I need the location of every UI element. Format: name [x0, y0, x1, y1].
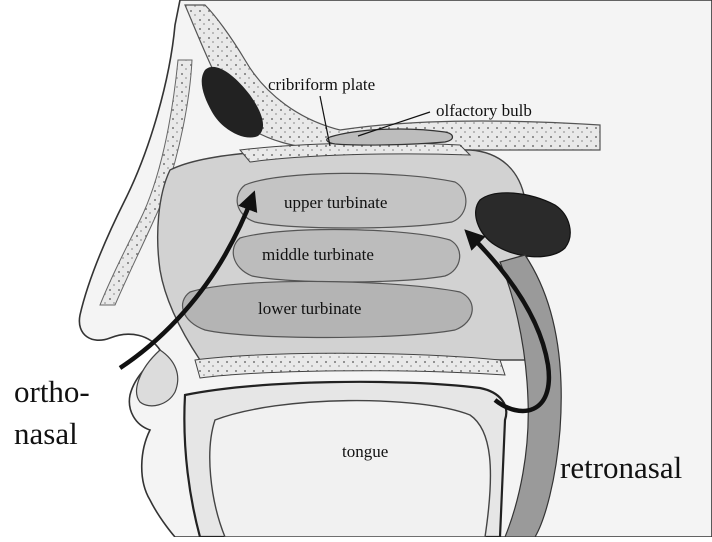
tongue-shape — [210, 401, 491, 537]
label-upper-turbinate: upper turbinate — [284, 194, 387, 211]
label-cribriform-plate: cribriform plate — [268, 76, 375, 93]
label-ortho-line2: nasal — [14, 418, 78, 449]
label-middle-turbinate: middle turbinate — [262, 246, 374, 263]
label-lower-turbinate: lower turbinate — [258, 300, 361, 317]
label-ortho-line1: ortho- — [14, 376, 90, 407]
label-olfactory-bulb: olfactory bulb — [436, 102, 532, 119]
label-tongue: tongue — [342, 443, 388, 460]
label-retronasal: retronasal — [560, 452, 682, 483]
